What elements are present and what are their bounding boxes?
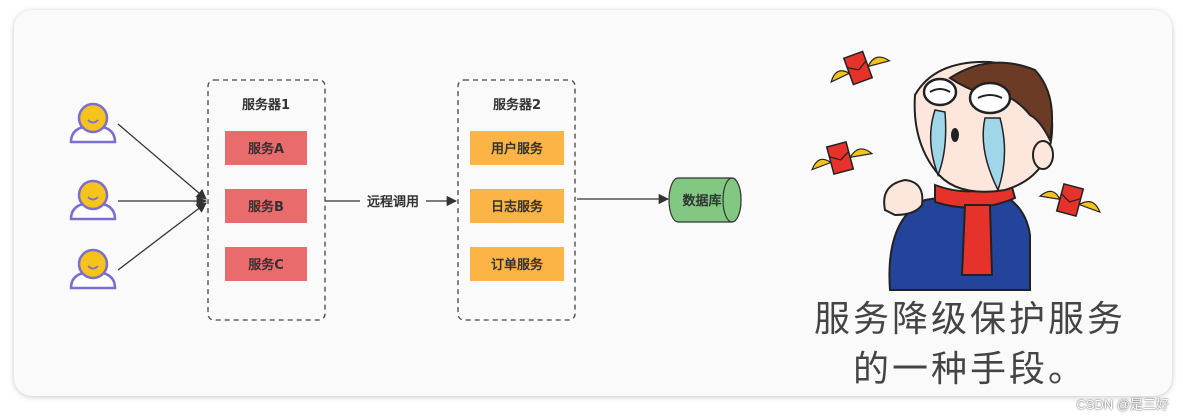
log-service-box [470, 189, 564, 223]
flying-red-envelope-icon-1 [830, 50, 891, 86]
user-icon-2 [69, 179, 117, 221]
service-c-box [225, 247, 307, 281]
user-icon-3 [69, 248, 117, 290]
service-b-box [225, 189, 307, 223]
csdn-watermark: CSDN @是三好 [1076, 397, 1169, 412]
crying-character-illustration [883, 60, 1054, 291]
order-service-label: 订单服务 [491, 257, 544, 273]
remote-call-label: 远程调用 [367, 195, 419, 210]
caption-line-2: 的一种手段。 [852, 349, 1087, 390]
service-b-label: 服务B [248, 199, 284, 215]
user-service-label: 用户服务 [490, 141, 544, 157]
service-c-label: 服务C [248, 257, 284, 273]
server1-title: 服务器1 [242, 97, 290, 113]
user-icon-1 [69, 102, 117, 144]
flying-red-envelope-icon-3 [1038, 182, 1101, 218]
server1-box [207, 79, 326, 321]
user-arrow-1 [117, 123, 207, 200]
user-service-box [470, 131, 564, 165]
caption-line-1: 服务降级保护服务 [813, 299, 1126, 340]
remote-call-label-bg [360, 192, 426, 210]
user-arrow-3 [117, 202, 207, 271]
server2-box [457, 79, 576, 321]
flying-red-envelope-icon-2 [811, 140, 874, 176]
order-service-box [470, 247, 564, 281]
service-a-label: 服务A [248, 141, 284, 157]
database-cylinder [668, 177, 742, 223]
server2-title: 服务器2 [493, 97, 541, 113]
service-a-box [225, 131, 307, 165]
database-label: 数据库 [682, 193, 721, 209]
log-service-label: 日志服务 [491, 199, 544, 215]
